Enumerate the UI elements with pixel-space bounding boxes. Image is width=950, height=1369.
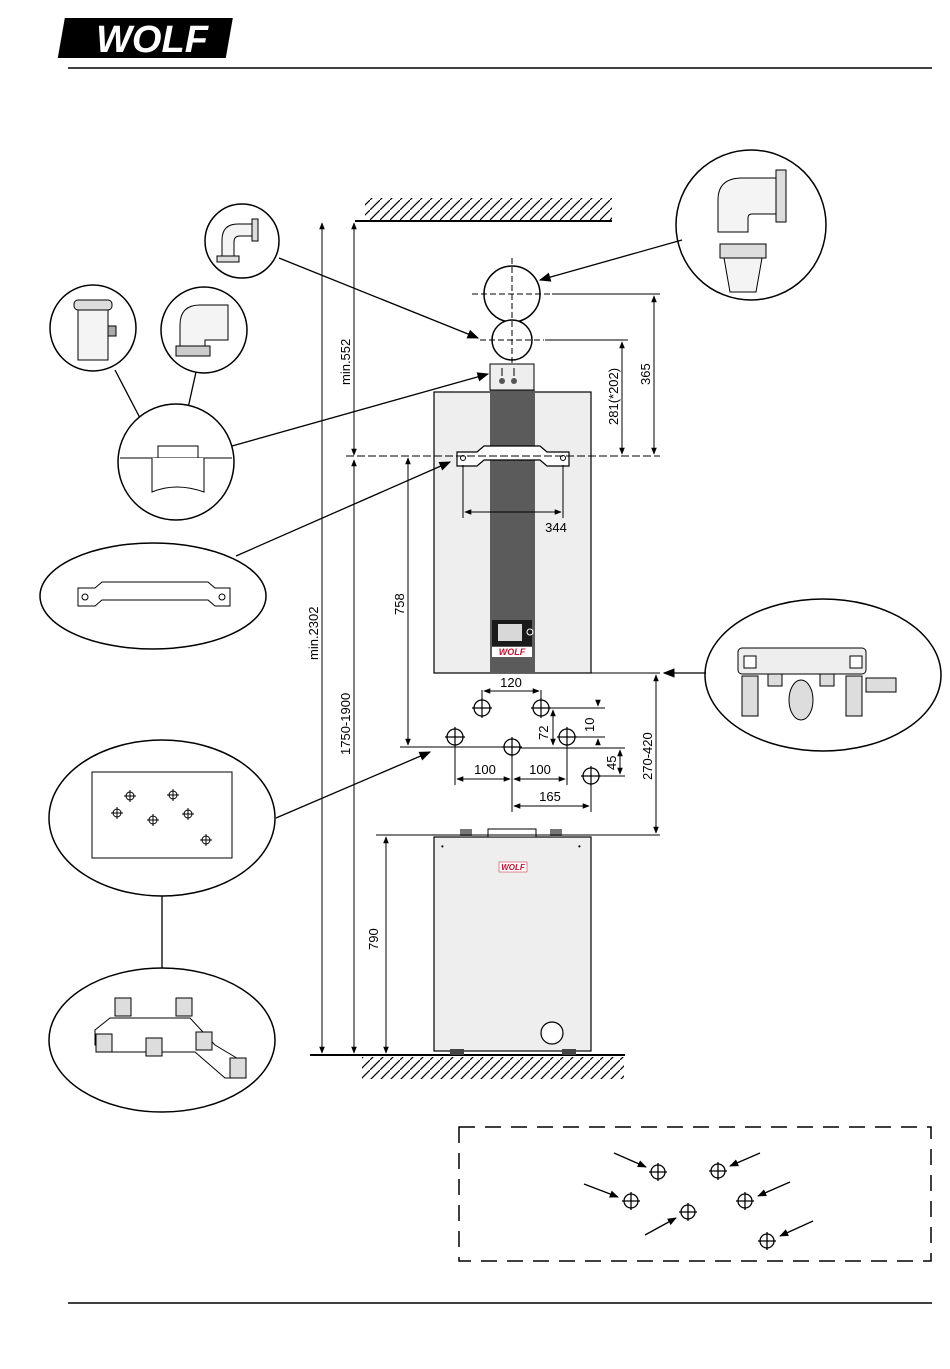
detail-flue-connector (118, 374, 488, 520)
svg-text:min.552: min.552 (338, 339, 353, 385)
wolf-logo: WOLF (58, 18, 233, 61)
detail-connection-set (49, 968, 275, 1112)
svg-text:100: 100 (474, 762, 496, 777)
svg-text:365: 365 (638, 363, 653, 385)
detail-adapter-angled (161, 287, 247, 408)
dim-flue-lower: 281(*202) (606, 342, 622, 454)
svg-text:120: 120 (500, 675, 522, 690)
dim-flue-upper: 365 (638, 296, 654, 454)
floor (310, 1055, 625, 1079)
dim-conn-72-10: 72 10 (536, 700, 605, 745)
svg-text:45: 45 (604, 756, 619, 770)
storage-tank: • • WOLF (434, 829, 591, 1055)
dim-mount-height: 1750-1900 (338, 460, 354, 1053)
svg-text:758: 758 (392, 593, 407, 615)
wall-boiler: WOLF (434, 364, 591, 673)
tank-logo: WOLF (501, 863, 526, 872)
svg-text:•: • (441, 842, 444, 851)
detail-valve-set (664, 599, 941, 751)
svg-text:270-420: 270-420 (640, 732, 655, 780)
svg-text:790: 790 (366, 928, 381, 950)
svg-text:165: 165 (539, 789, 561, 804)
dim-min-ceiling: min.552 (338, 223, 354, 455)
detail-elbow-large (540, 150, 826, 300)
connection-legend-box (459, 1127, 931, 1261)
svg-text:10: 10 (582, 718, 597, 732)
connection-points (445, 698, 601, 786)
logo-text: WOLF (96, 19, 210, 61)
ceiling (355, 198, 612, 221)
svg-text:•: • (578, 842, 581, 851)
svg-text:344: 344 (545, 520, 567, 535)
svg-text:72: 72 (536, 726, 551, 740)
svg-text:100: 100 (529, 762, 551, 777)
dim-conn-165: 165 (514, 784, 591, 812)
dim-tank-gap: 270-420 (591, 673, 660, 835)
svg-text:281(*202): 281(*202) (606, 368, 621, 425)
svg-text:min.2302: min.2302 (306, 607, 321, 660)
svg-text:1750-1900: 1750-1900 (338, 693, 353, 755)
detail-bracket (40, 462, 450, 649)
detail-adapter-vertical (50, 285, 140, 418)
dim-min-total: min.2302 (306, 223, 322, 1053)
dim-conn-120: 120 (482, 675, 541, 700)
boiler-logo: WOLF (499, 647, 526, 657)
